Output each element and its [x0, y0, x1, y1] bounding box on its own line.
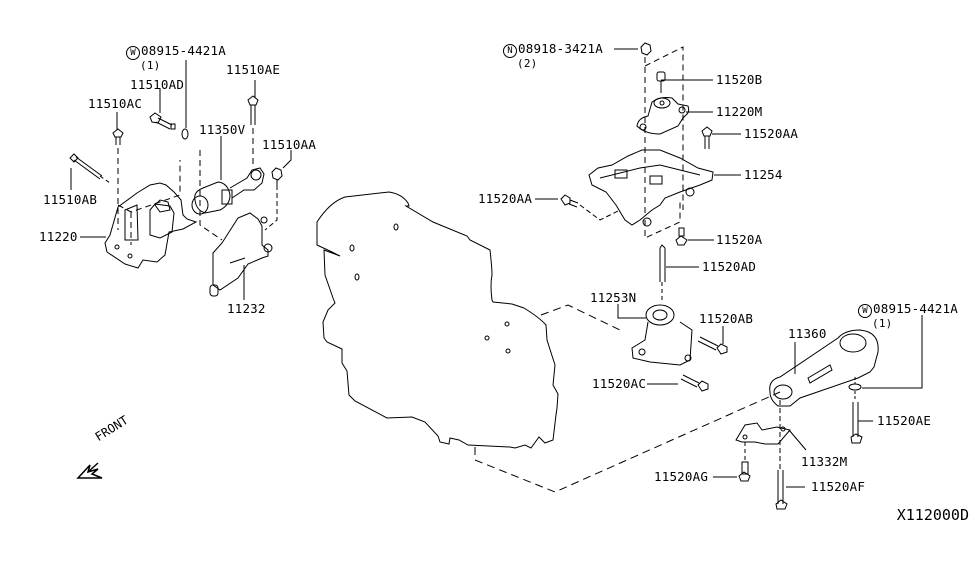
nut-symbol-icon: N	[503, 44, 517, 58]
nut-11510AA	[265, 168, 282, 230]
bracket-11232	[210, 213, 272, 296]
part-number: 08915-4421A	[873, 301, 958, 316]
engine-block-outline	[317, 192, 558, 448]
bracket-11332M	[736, 400, 790, 470]
quantity: (2)	[517, 57, 538, 70]
label-11520AD[interactable]: 11520AD	[702, 259, 757, 274]
bolt-11520AC	[681, 375, 708, 391]
quantity: (1)	[872, 317, 893, 330]
label-11220M[interactable]: 11220M	[716, 104, 763, 119]
bolt-11510AC	[113, 129, 123, 230]
diagram-reference-code: X112000D	[896, 506, 969, 524]
label-11332M[interactable]: 11332M	[801, 454, 848, 469]
bolt-11520AF	[776, 470, 787, 509]
washer-08915-right	[849, 377, 861, 400]
engine-mount-11220	[105, 183, 196, 268]
washer-symbol-icon: W	[858, 304, 872, 318]
washer-08915-left	[182, 129, 188, 139]
bolt-11520AB	[698, 337, 727, 354]
stud-11520AD	[660, 245, 665, 300]
bolt-11510AD	[150, 113, 175, 129]
label-11520AB[interactable]: 11520AB	[699, 311, 754, 326]
label-11220[interactable]: 11220	[39, 229, 78, 244]
label-11520AF[interactable]: 11520AF	[811, 479, 866, 494]
bolt-11520A	[676, 228, 687, 245]
label-11510AB[interactable]: 11510AB	[43, 192, 98, 207]
torque-rod-11360	[770, 330, 878, 406]
label-11232[interactable]: 11232	[227, 301, 266, 316]
label-11510AD[interactable]: 11510AD	[130, 77, 185, 92]
nut-08918	[641, 43, 651, 215]
label-11510AC[interactable]: 11510AC	[88, 96, 143, 111]
quantity: (1)	[140, 59, 161, 72]
dashed-guide-engine	[475, 305, 780, 492]
label-11520AA-right[interactable]: 11520AA	[744, 126, 799, 141]
bolt-11520AA-left	[561, 195, 620, 220]
bracket-11254	[589, 150, 713, 226]
washer-symbol-icon: W	[126, 46, 140, 60]
nut-11520B	[657, 72, 665, 93]
label-11510AA[interactable]: 11510AA	[262, 137, 317, 152]
bolt-11520AA-right	[702, 127, 712, 149]
label-11254[interactable]: 11254	[744, 167, 783, 182]
front-arrow-icon	[78, 463, 102, 478]
dashed-guide-top	[645, 47, 683, 210]
part-number: 08918-3421A	[518, 41, 603, 56]
dashed-guide-left	[118, 150, 222, 245]
label-11350V[interactable]: 11350V	[199, 122, 246, 137]
label-11520AE[interactable]: 11520AE	[877, 413, 932, 428]
label-11520AG[interactable]: 11520AG	[654, 469, 709, 484]
label-11510AE[interactable]: 11510AE	[226, 62, 281, 77]
label-11520AA-left[interactable]: 11520AA	[478, 191, 533, 206]
torque-rod-11350V	[192, 168, 264, 214]
label-11520A[interactable]: 11520A	[716, 232, 763, 247]
part-number: 08915-4421A	[141, 43, 226, 58]
label-11520B[interactable]: 11520B	[716, 72, 763, 87]
label-11520AC[interactable]: 11520AC	[592, 376, 647, 391]
bolt-11520AG	[739, 462, 750, 481]
bolt-11520AE	[851, 402, 862, 443]
leader-lines	[71, 49, 922, 487]
label-11253N[interactable]: 11253N	[590, 290, 637, 305]
label-11360[interactable]: 11360	[788, 326, 827, 341]
bolt-11510AB	[70, 154, 110, 183]
bolt-11510AE	[248, 96, 258, 165]
mount-11220M	[637, 98, 689, 135]
bracket-11253N	[632, 305, 692, 365]
